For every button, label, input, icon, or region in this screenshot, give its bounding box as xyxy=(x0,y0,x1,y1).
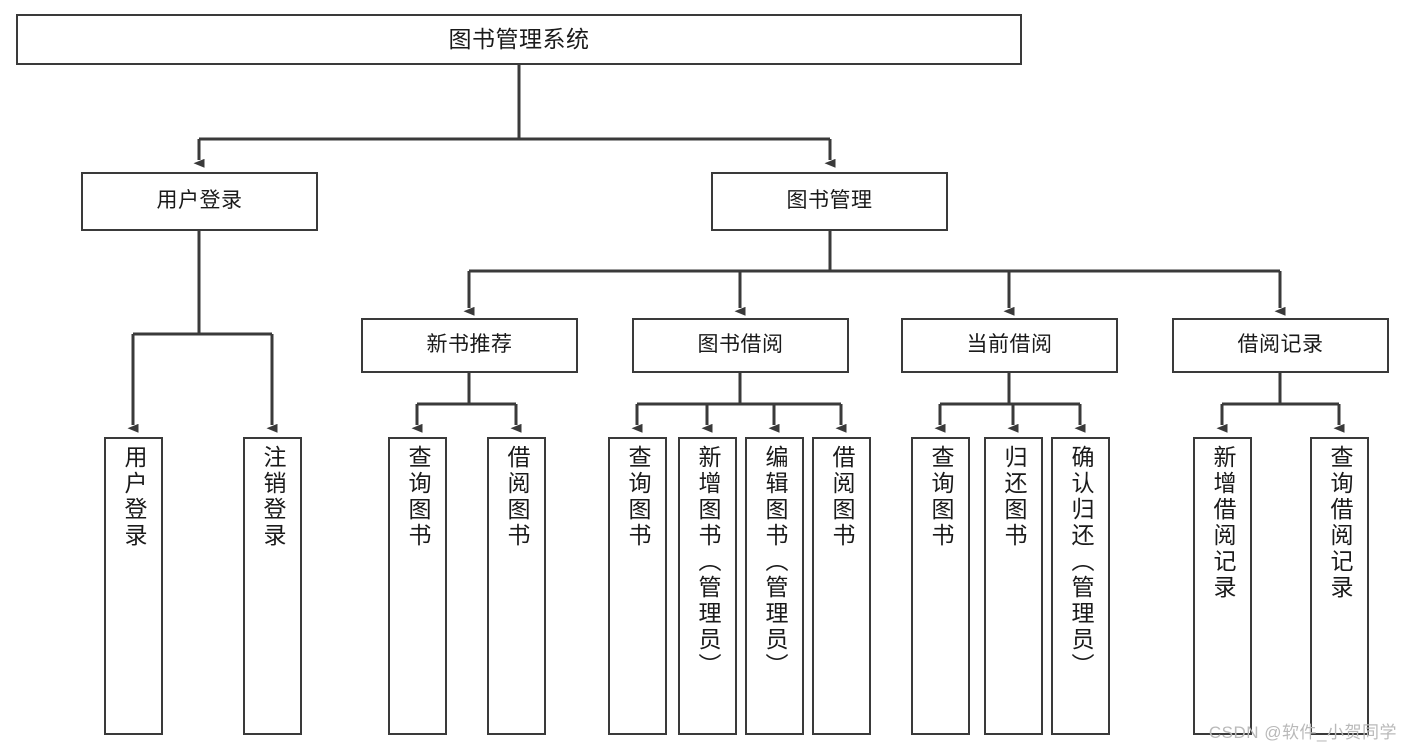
node-book-borrow[interactable]: 图书借阅 xyxy=(632,318,849,373)
node-leaf-query-book-2[interactable]: 查询图书 xyxy=(608,437,667,735)
node-user-login[interactable]: 用户登录 xyxy=(81,172,318,231)
node-label: 用户登录 xyxy=(121,445,147,549)
node-leaf-add-book[interactable]: 新增图书（管理员） xyxy=(678,437,737,735)
node-label: 查询借阅记录 xyxy=(1327,445,1353,601)
node-label: 注销登录 xyxy=(260,445,286,549)
csdn-watermark: CSDN @软件_小贺同学 xyxy=(1208,723,1397,742)
node-leaf-add-borrow-record[interactable]: 新增借阅记录 xyxy=(1193,437,1252,735)
node-leaf-edit-book[interactable]: 编辑图书（管理员） xyxy=(745,437,804,735)
node-label: 借阅记录 xyxy=(1237,333,1324,357)
node-current-borrow[interactable]: 当前借阅 xyxy=(901,318,1118,373)
node-label: 确认归还（管理员） xyxy=(1068,445,1094,679)
node-leaf-query-borrow-record[interactable]: 查询借阅记录 xyxy=(1310,437,1369,735)
node-leaf-user-login[interactable]: 用户登录 xyxy=(104,437,163,735)
node-label: 新书推荐 xyxy=(426,333,513,357)
node-label: 新增借阅记录 xyxy=(1210,445,1236,601)
node-label: 当前借阅 xyxy=(966,333,1053,357)
node-label: 查询图书 xyxy=(928,445,954,549)
node-leaf-borrow-book-1[interactable]: 借阅图书 xyxy=(487,437,546,735)
node-label: 用户登录 xyxy=(156,189,243,213)
node-book-manage[interactable]: 图书管理 xyxy=(711,172,948,231)
node-label: 查询图书 xyxy=(625,445,651,549)
node-leaf-logout[interactable]: 注销登录 xyxy=(243,437,302,735)
node-label: 借阅图书 xyxy=(829,445,855,549)
node-leaf-query-book-3[interactable]: 查询图书 xyxy=(911,437,970,735)
node-leaf-return-book[interactable]: 归还图书 xyxy=(984,437,1043,735)
node-leaf-confirm-return[interactable]: 确认归还（管理员） xyxy=(1051,437,1110,735)
node-label: 借阅图书 xyxy=(504,445,530,549)
node-label: 新增图书（管理员） xyxy=(695,445,721,679)
node-borrow-record[interactable]: 借阅记录 xyxy=(1172,318,1389,373)
node-label: 图书管理系统 xyxy=(448,25,590,52)
node-leaf-borrow-book-2[interactable]: 借阅图书 xyxy=(812,437,871,735)
node-label: 图书借阅 xyxy=(697,333,784,357)
node-label: 图书管理 xyxy=(786,189,873,213)
node-new-book-recommendation[interactable]: 新书推荐 xyxy=(361,318,578,373)
node-leaf-query-book-1[interactable]: 查询图书 xyxy=(388,437,447,735)
node-label: 查询图书 xyxy=(405,445,431,549)
node-label: 编辑图书（管理员） xyxy=(762,445,788,679)
node-label: 归还图书 xyxy=(1001,445,1027,549)
node-root-system[interactable]: 图书管理系统 xyxy=(16,14,1022,65)
